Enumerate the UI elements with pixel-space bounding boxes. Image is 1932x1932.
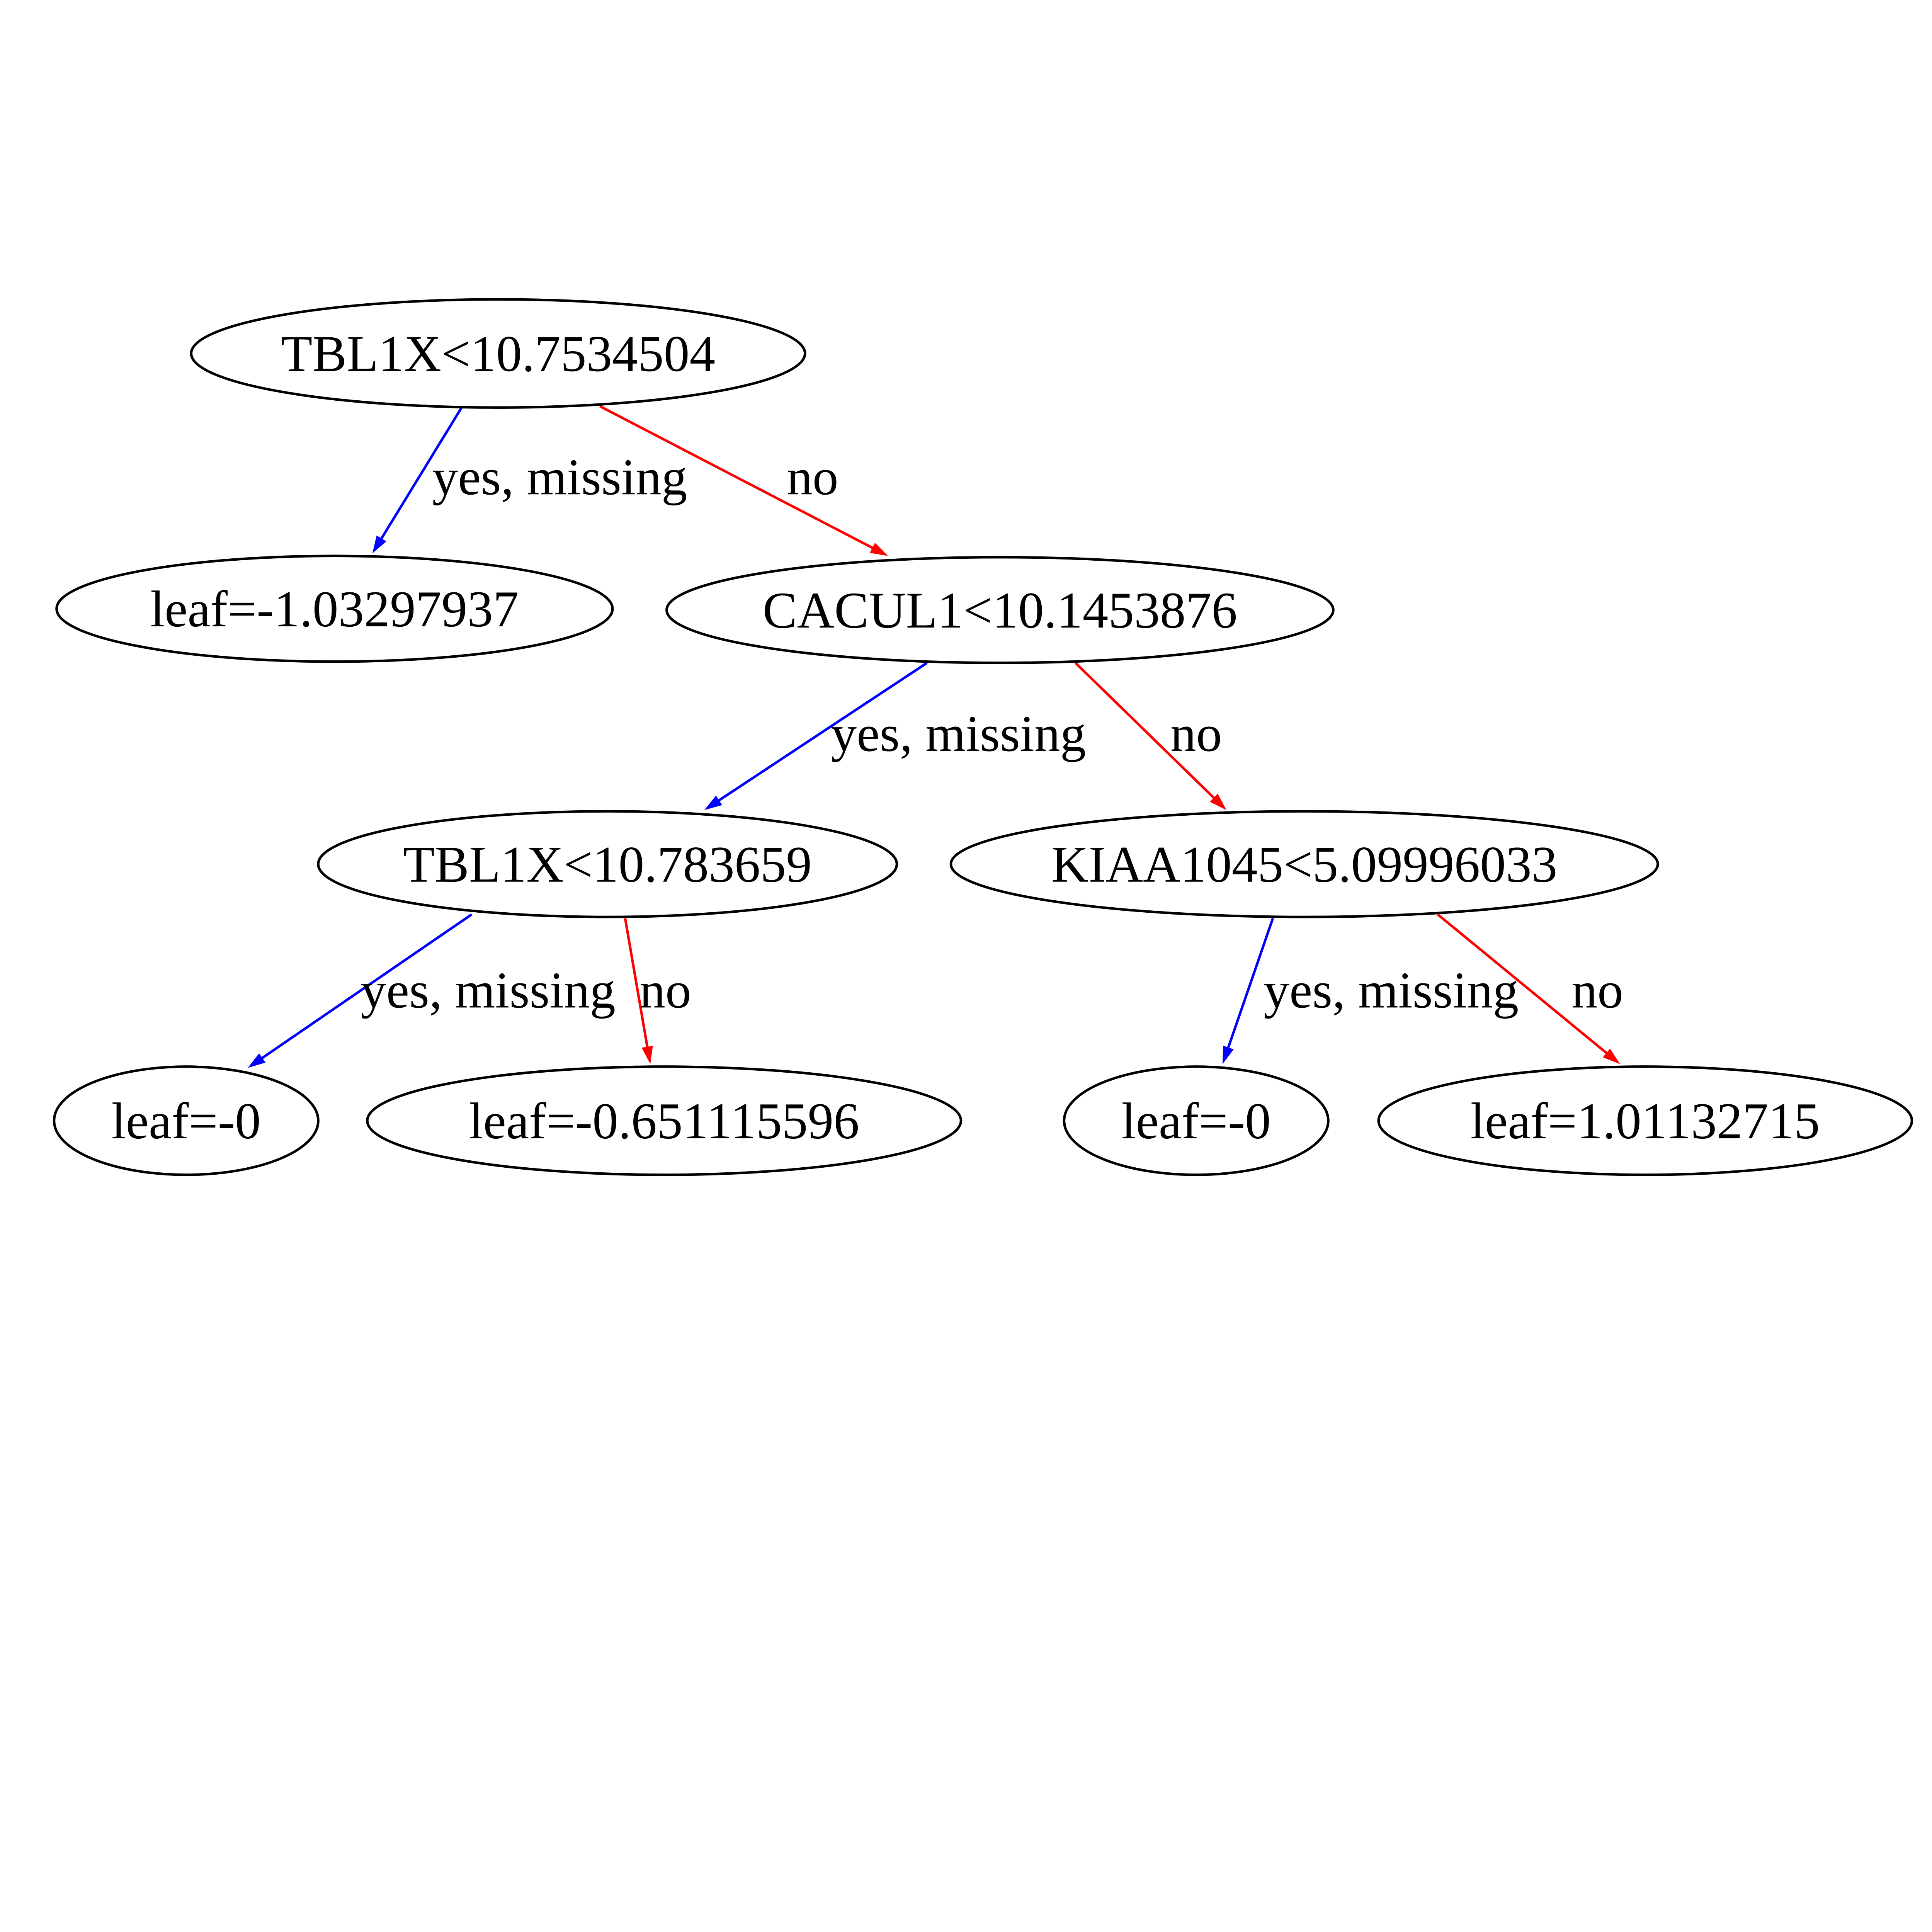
node-ellipse	[190, 298, 806, 409]
node-ellipse	[366, 1065, 963, 1176]
edge-label-yes: yes, missing	[432, 448, 687, 505]
node-ellipse	[1063, 1065, 1330, 1176]
tree-node-leaf-0: leaf=-1.03297937	[55, 554, 614, 663]
edge-label-no: no	[1571, 961, 1623, 1019]
tree-node-split-kiaa: KIAA1045<5.09996033	[949, 810, 1659, 918]
edge-line-no	[1074, 662, 1215, 799]
tree-node-leaf-2: leaf=-0.651115596	[366, 1065, 963, 1176]
node-label: leaf=-0	[1121, 1092, 1270, 1150]
node-label: KIAA1045<5.09996033	[1051, 836, 1558, 893]
edge-arrowhead-icon	[1209, 794, 1226, 810]
edge-label-no: no	[1170, 705, 1222, 762]
edge-split-kiaa-to-leaf-4: no	[1437, 913, 1623, 1064]
edge-label-no: no	[787, 448, 838, 505]
edge-split-root-to-split-cacul1: no	[599, 405, 888, 556]
tree-node-leaf-1: leaf=-0	[53, 1065, 320, 1176]
edge-split-cacul1-to-split-kiaa: no	[1074, 662, 1226, 810]
edge-arrowhead-icon	[869, 543, 888, 556]
edge-line-no	[599, 405, 873, 549]
node-label: leaf=1.01132715	[1471, 1092, 1820, 1150]
edge-split-kiaa-to-leaf-3: yes, missing	[1223, 918, 1519, 1064]
edge-arrowhead-icon	[248, 1053, 266, 1068]
tree-node-split-root: TBL1X<10.7534504	[190, 298, 806, 409]
node-ellipse	[55, 554, 614, 663]
tree-node-leaf-4: leaf=1.01132715	[1377, 1065, 1913, 1176]
node-label: TBL1X<10.7534504	[281, 325, 715, 382]
edge-arrowhead-icon	[1603, 1048, 1620, 1064]
tree-node-split-cacul1: CACUL1<10.1453876	[665, 556, 1335, 664]
edge-line-yes	[1227, 918, 1274, 1048]
tree-node-leaf-3: leaf=-0	[1063, 1065, 1330, 1176]
node-label: leaf=-0.651115596	[469, 1092, 859, 1150]
edge-line-no	[624, 918, 649, 1047]
edge-line-no	[1437, 913, 1607, 1054]
node-label: leaf=-1.03297937	[150, 580, 519, 638]
edge-split-tbl1x2-to-leaf-2: no	[624, 918, 691, 1064]
decision-tree-diagram: yes, missing no yes, missing no yes, missing…	[53, 298, 1913, 1176]
edge-line-yes	[262, 913, 473, 1059]
edge-line-yes	[718, 662, 928, 801]
edge-arrowhead-icon	[641, 1046, 653, 1064]
edge-split-root-to-leaf-0: yes, missing	[372, 406, 687, 554]
edge-label-yes: yes, missing	[831, 705, 1086, 762]
node-ellipse	[665, 556, 1335, 664]
node-label: TBL1X<10.783659	[403, 836, 812, 893]
node-ellipse	[949, 810, 1659, 918]
node-ellipse	[1377, 1065, 1913, 1176]
edge-label-no: no	[639, 961, 691, 1019]
edge-line-yes	[380, 406, 463, 539]
node-ellipse	[53, 1065, 320, 1176]
node-label: CACUL1<10.1453876	[763, 582, 1237, 639]
edge-arrowhead-icon	[704, 796, 723, 810]
edge-label-yes: yes, missing	[1264, 961, 1519, 1019]
edge-arrowhead-icon	[372, 535, 386, 554]
node-label: leaf=-0	[112, 1092, 261, 1150]
tree-node-split-tbl1x2: TBL1X<10.783659	[317, 810, 898, 918]
edge-split-cacul1-to-split-tbl1x2: yes, missing	[704, 662, 1086, 810]
edge-label-yes: yes, missing	[361, 961, 616, 1019]
node-ellipse	[317, 810, 898, 918]
edge-arrowhead-icon	[1223, 1046, 1234, 1064]
decision-tree-svg: yes, missing no yes, missing no yes, missing…	[53, 298, 1913, 1176]
edge-split-tbl1x2-to-leaf-1: yes, missing	[248, 913, 616, 1068]
